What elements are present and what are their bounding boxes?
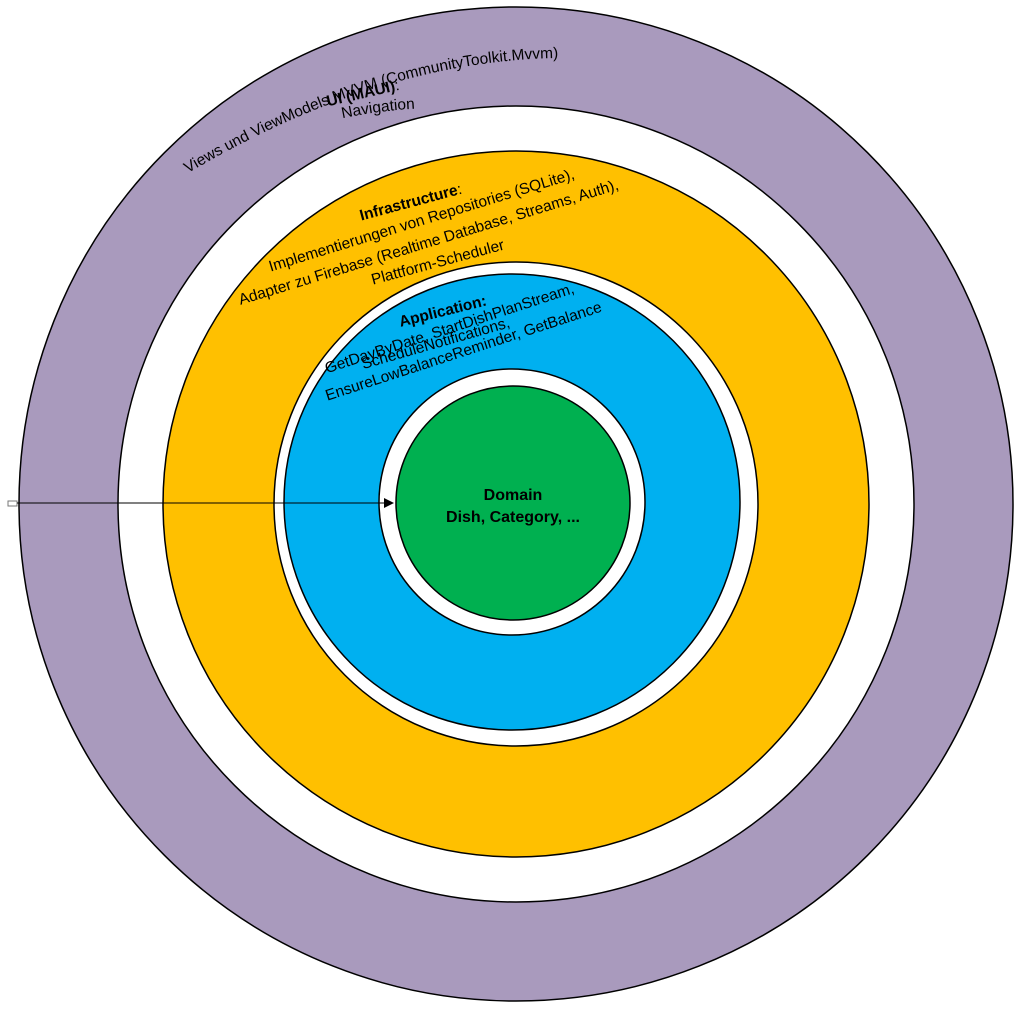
arrow-tail-handle [7,500,18,507]
domain-layer-subtitle: Dish, Category, ... [446,509,580,526]
arrow-head [384,498,394,508]
domain-layer-core [395,385,631,621]
domain-layer-title: Domain [484,487,543,504]
